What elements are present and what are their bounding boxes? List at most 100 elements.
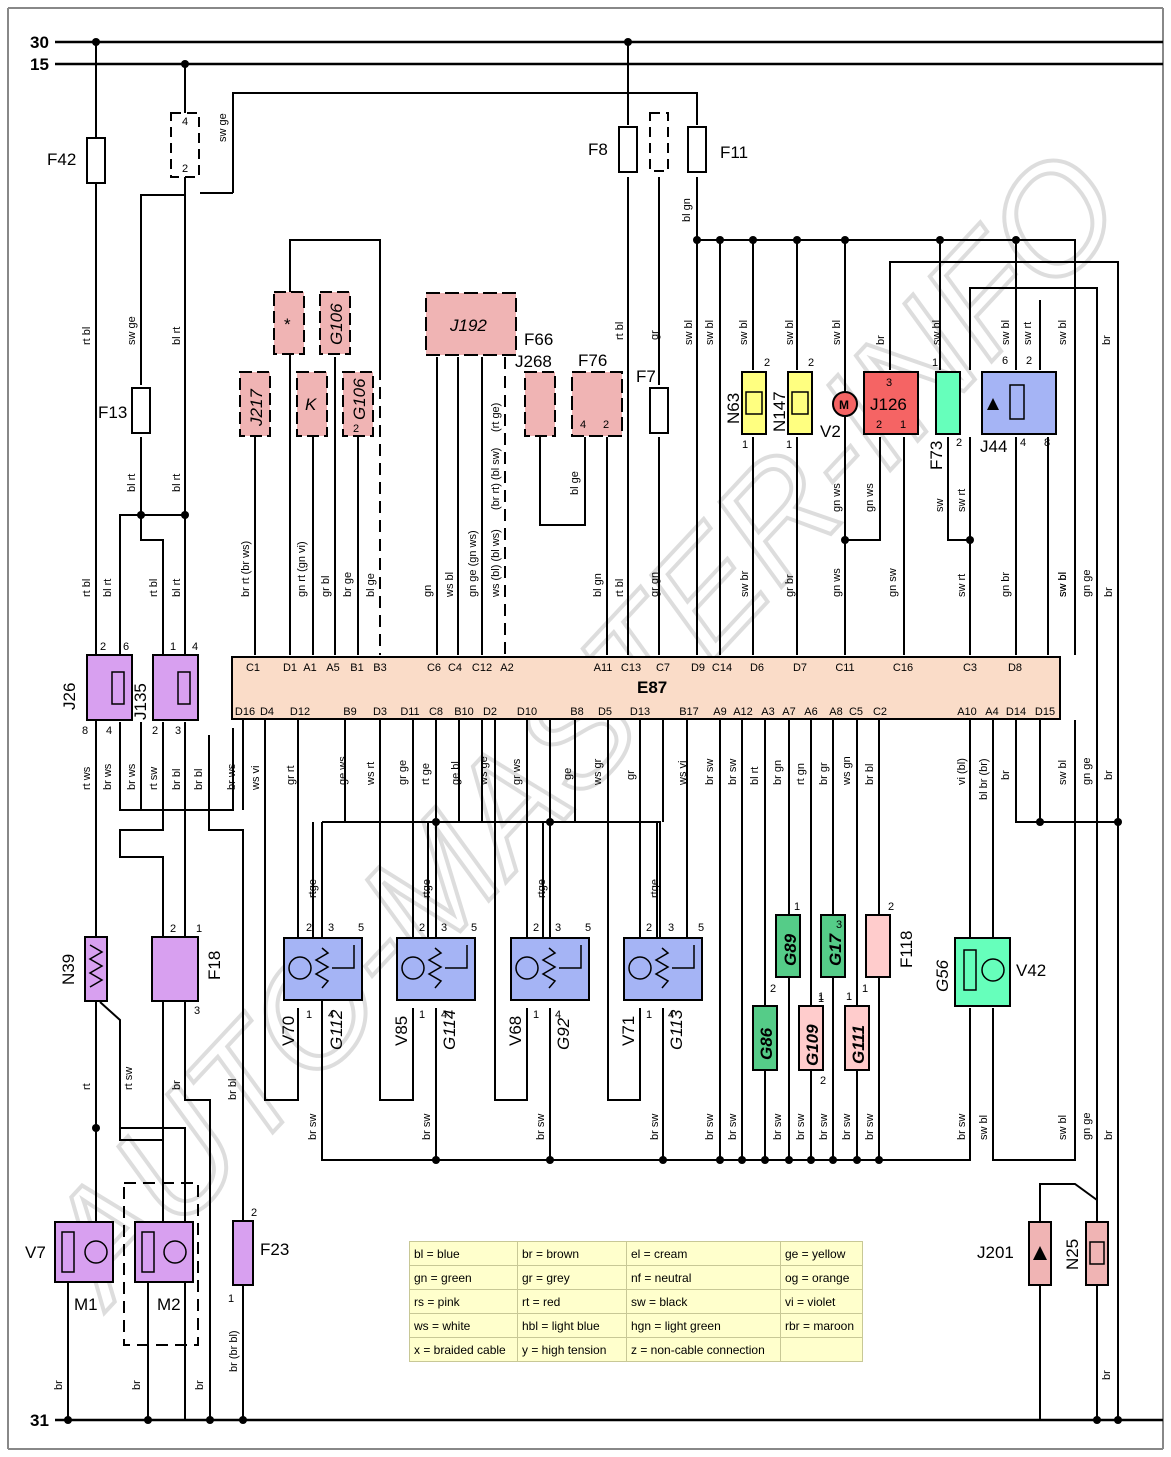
- wire: [264, 720, 299, 1101]
- wiper-arrow-icon: [559, 945, 582, 969]
- e87-pin-label: C6: [427, 662, 441, 674]
- wire-color-label: rtge: [536, 879, 548, 898]
- junction: [432, 818, 440, 826]
- wire-color-label: br sw: [535, 1114, 547, 1140]
- pin: 2: [170, 923, 176, 935]
- wiper-arrow-icon: [672, 945, 695, 969]
- wire-color-label: rt: [81, 1083, 93, 1090]
- junction: [137, 511, 145, 519]
- legend-entry: hgn = light green: [626, 1313, 781, 1338]
- junction: [546, 1156, 554, 1164]
- e87-pin-label: D4: [260, 706, 274, 718]
- wire-color-label: br sw: [795, 1114, 807, 1140]
- wire-color-label: gr ge: [397, 760, 409, 785]
- wire-color-label: br: [1000, 770, 1012, 780]
- junction: [966, 536, 974, 544]
- coil-icon: [791, 391, 809, 415]
- resistor-icon: [141, 1231, 155, 1273]
- wire-color-label: sw bl: [978, 1115, 990, 1140]
- wire: [119, 1128, 164, 1222]
- e87-pin-label: A8: [829, 706, 842, 718]
- junction: [1093, 1416, 1101, 1424]
- wire-color-label: bl gn: [681, 198, 693, 222]
- legend-entry: br = brown: [517, 1241, 627, 1266]
- fuse-body: [687, 126, 707, 173]
- label-F118: F118: [897, 931, 916, 969]
- wire-color-label: sw rt: [1022, 322, 1034, 345]
- switch-F23: [232, 1220, 254, 1286]
- label-G113: G113: [667, 1009, 686, 1050]
- component-J192: [425, 292, 517, 356]
- pin: 1: [306, 1009, 312, 1021]
- e87-pin-label: A3: [761, 706, 774, 718]
- left-lower-components: N39 2 1 3 F18: [59, 923, 224, 1017]
- wire-color-label: br: [1103, 770, 1115, 780]
- wire-color-label: br sw: [649, 1114, 661, 1140]
- wire: [494, 720, 528, 1101]
- e87-pin-label: B17: [679, 706, 699, 718]
- pin: 2: [956, 437, 962, 449]
- wire: [379, 720, 414, 1101]
- wire-color-label: br sw: [956, 1114, 968, 1140]
- wire: [119, 722, 234, 811]
- pin: 2: [646, 922, 652, 934]
- wire-color-label: gr: [649, 330, 661, 340]
- e87-pin-label: B1: [350, 662, 363, 674]
- pin: 5: [471, 922, 477, 934]
- wire-color-label: bl ge: [569, 471, 581, 495]
- label-V71: V71: [619, 1016, 638, 1046]
- legend-entry: ws = white: [409, 1313, 518, 1338]
- sensors: G89 1 2 G17 3 1 2 1 F118 G86 G109 1 2 G1…: [752, 901, 1046, 1087]
- junctions: [64, 38, 1122, 1424]
- motor-module-body: [283, 937, 363, 1001]
- motor-icon: [981, 958, 1005, 982]
- wire-color-label: br ws: [126, 763, 138, 790]
- legend-entry: el = cream: [626, 1241, 781, 1266]
- wire-color-label: gr br: [784, 574, 796, 597]
- label-J217: J217: [247, 389, 266, 427]
- label-star: *: [284, 315, 291, 334]
- connector-dashed: [170, 112, 200, 178]
- relays-left: 2 6 8 4 J26 1 4 2 3 J135: [60, 641, 199, 737]
- wire-color-label: br sw: [421, 1114, 433, 1140]
- wire-color-label: br sw: [818, 1114, 830, 1140]
- label-J201: J201: [977, 1243, 1014, 1262]
- junction: [546, 818, 554, 826]
- wire: [123, 1182, 199, 1346]
- wire-color-label: br ge: [342, 572, 354, 597]
- sensor-G89: [775, 914, 801, 978]
- label-J268: J268: [515, 352, 552, 371]
- pin: 3: [328, 922, 334, 934]
- pin: 3: [886, 377, 892, 389]
- wire: [889, 261, 1119, 1420]
- e87-pin-label: D11: [400, 706, 419, 718]
- wire-color-label: gn ws: [831, 483, 843, 512]
- pin: 2: [419, 922, 425, 934]
- label-V7: V7: [25, 1243, 46, 1262]
- wire-color-label: ws rt: [365, 762, 377, 786]
- legend-entry: nf = neutral: [626, 1265, 781, 1290]
- wire-color-label: gr bl: [320, 576, 332, 597]
- wire-color-label: gr rt: [285, 765, 297, 785]
- label-V2: V2: [820, 422, 841, 441]
- label-G89: G89: [781, 933, 800, 966]
- pin: 1: [794, 901, 800, 913]
- e87-pin-label: A12: [733, 706, 753, 718]
- rail-31-label: 31: [30, 1411, 49, 1430]
- wire: [232, 92, 698, 193]
- wire-color-label: bl rt: [749, 767, 761, 785]
- wire-color-label: gr ws: [511, 758, 523, 785]
- wire-color-label: br: [1101, 1370, 1113, 1380]
- e87-pin-label: D2: [483, 706, 497, 718]
- junction: [181, 60, 189, 68]
- fuse-F7: F7: [636, 367, 669, 434]
- wire-color-label: rt gn: [795, 763, 807, 785]
- label-F7: F7: [636, 367, 656, 386]
- legend-entry: y = high tension: [517, 1337, 627, 1362]
- component-F18: [151, 936, 199, 1002]
- wire: [184, 722, 211, 1420]
